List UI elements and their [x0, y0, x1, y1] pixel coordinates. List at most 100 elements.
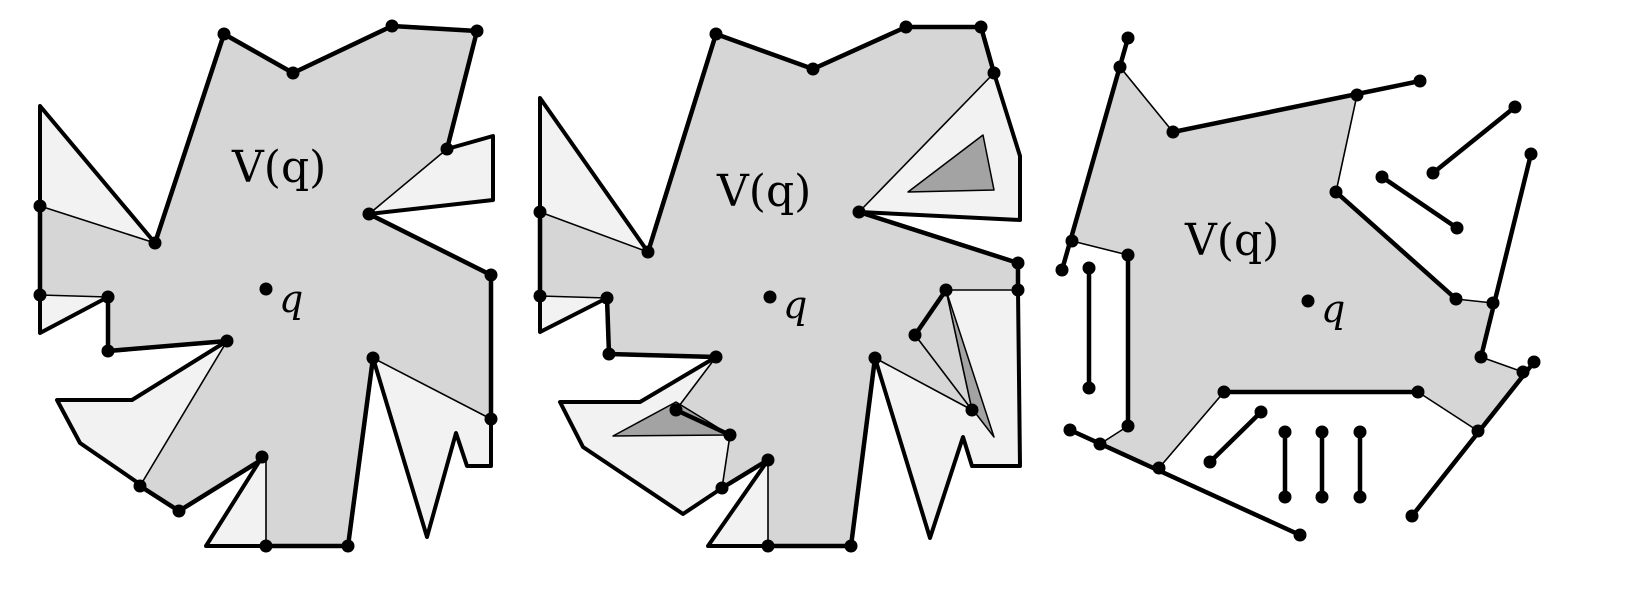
vertex: [1082, 261, 1096, 275]
vertex: [1315, 490, 1329, 504]
vertex: [484, 268, 498, 282]
visible-edges-2: [719, 457, 771, 491]
hole-triangle: [612, 401, 731, 437]
vertex: [987, 66, 1001, 80]
vertex: [1508, 100, 1522, 114]
vertex: [101, 344, 115, 358]
vertex: [1011, 256, 1025, 270]
cut-line: [1335, 94, 1358, 193]
vertex: [974, 20, 988, 34]
query-point: [763, 290, 777, 304]
vertex: [1121, 248, 1135, 262]
line-segment: [1379, 174, 1460, 231]
vertex: [1121, 419, 1135, 433]
vertex: [366, 351, 380, 365]
vertex: [715, 481, 729, 495]
vertex: [341, 539, 355, 553]
cut-line: [39, 294, 109, 298]
vertex: [172, 504, 186, 518]
vertex: [259, 539, 273, 553]
line-segment: [1067, 427, 1303, 538]
vertex: [1254, 405, 1268, 419]
line-segment: [1430, 104, 1518, 176]
vertex: [1063, 423, 1077, 437]
vertex: [844, 539, 858, 553]
vertex: [33, 288, 47, 302]
vertex: [1065, 234, 1079, 248]
cut-line: [675, 356, 717, 411]
vertex: [709, 27, 723, 41]
cut-line: [1071, 240, 1129, 256]
vertex: [709, 350, 723, 364]
cut-line: [372, 357, 492, 420]
vertex: [852, 205, 866, 219]
vertex: [868, 351, 882, 365]
vertex: [641, 245, 655, 259]
visible-region-2: [540, 27, 1018, 546]
vertex: [1516, 365, 1530, 379]
vertex: [1375, 170, 1389, 184]
vertex: [1203, 455, 1217, 469]
vertices-3: [1055, 31, 1541, 542]
query-point-label: q: [1321, 287, 1345, 331]
vertex: [286, 66, 300, 80]
panel-segments: q V(q): [1055, 31, 1541, 542]
vertex: [1426, 166, 1440, 180]
visible-region-3: [1072, 67, 1523, 468]
vertex: [1450, 221, 1464, 235]
cut-line: [914, 334, 973, 411]
vertex: [908, 328, 922, 342]
vertex: [1527, 355, 1541, 369]
vertex: [1474, 350, 1488, 364]
line-segment: [1207, 409, 1264, 465]
vertex: [1350, 88, 1364, 102]
vertex: [1329, 185, 1343, 199]
cut-line: [539, 295, 608, 299]
visible-edges-2: [673, 407, 733, 438]
vertex: [220, 334, 234, 348]
vertex: [101, 290, 115, 304]
vertex: [1011, 283, 1025, 297]
vertex: [806, 62, 820, 76]
region-label: V(q): [716, 166, 811, 217]
vertex: [1405, 509, 1419, 523]
visible-region-2: [915, 290, 972, 410]
vertex: [600, 291, 614, 305]
vertex: [148, 236, 162, 250]
vertex: [217, 27, 231, 41]
line-segment: [1478, 151, 1534, 360]
vertex: [1278, 425, 1292, 439]
vertex: [533, 205, 547, 219]
cut-line: [368, 148, 448, 215]
cut-line: [1480, 356, 1524, 373]
vertex: [440, 142, 454, 156]
cut-line: [721, 434, 731, 489]
vertex: [1121, 31, 1135, 45]
query-point-label: q: [783, 283, 807, 327]
vertex: [1315, 425, 1329, 439]
vertex: [1082, 381, 1096, 395]
query-point-label: q: [279, 277, 303, 321]
visible-edges-2: [645, 24, 997, 255]
vertex: [602, 347, 616, 361]
line-segment: [1170, 78, 1423, 135]
vertex: [1278, 490, 1292, 504]
vertex: [899, 20, 913, 34]
vertex: [1166, 125, 1180, 139]
vertex: [533, 289, 547, 303]
vertex: [1524, 147, 1538, 161]
vertex: [1486, 296, 1500, 310]
vertex: [1093, 437, 1107, 451]
cut-line: [1119, 66, 1174, 133]
vertex: [1152, 461, 1166, 475]
vertex: [1055, 263, 1069, 277]
vertex: [255, 450, 269, 464]
visible-edges-1: [152, 23, 480, 246]
cut-line: [1158, 391, 1225, 469]
vertex: [470, 24, 484, 38]
vertex: [669, 403, 683, 417]
vertex: [484, 412, 498, 426]
vertex: [1449, 292, 1463, 306]
region-label: V(q): [231, 142, 326, 193]
